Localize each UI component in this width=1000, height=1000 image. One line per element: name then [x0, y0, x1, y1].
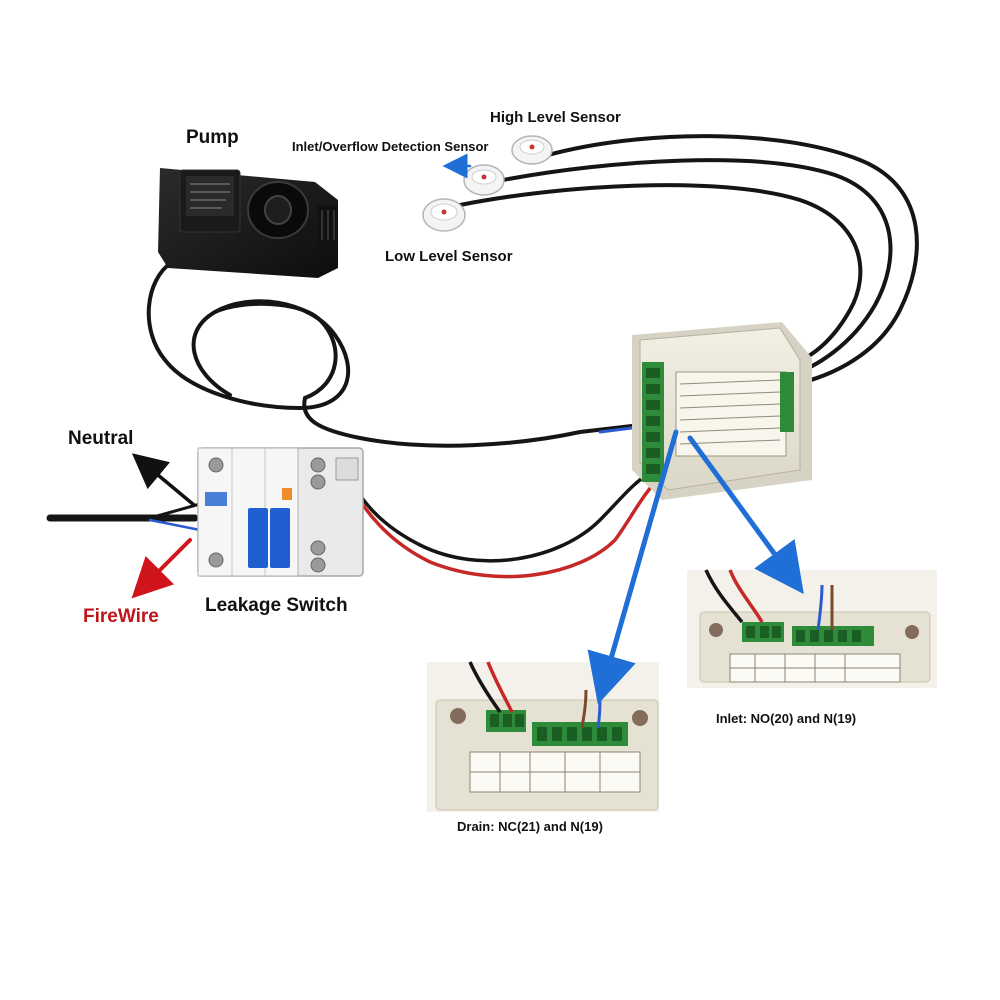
inlet-terminal-inset — [687, 569, 937, 688]
sensor-icon-low — [422, 198, 466, 232]
pump-label: Pump — [186, 127, 239, 148]
sensor-icon-high — [511, 135, 553, 165]
sensor-cables — [458, 134, 919, 387]
neutral-label: Neutral — [68, 428, 134, 449]
drain-terminal-inset — [427, 661, 659, 812]
inlet-overflow-sensor-label: Inlet/Overflow Detection Sensor — [292, 139, 489, 154]
drain-wiring-label: Drain: NC(21) and N(19) — [457, 819, 603, 834]
breaker-icon — [197, 447, 364, 577]
power-cables — [46, 468, 662, 579]
inlet-wiring-label: Inlet: NO(20) and N(19) — [716, 711, 857, 726]
low-level-sensor-label: Low Level Sensor — [385, 248, 513, 265]
leakage-switch-label: Leakage Switch — [205, 595, 348, 616]
sensor-icon-inlet-overflow — [463, 164, 505, 196]
controller-icon — [632, 322, 812, 500]
pump-icon — [158, 168, 338, 278]
firewire-label: FireWire — [83, 606, 159, 627]
pump-cable — [146, 260, 650, 448]
callout-arrows — [131, 153, 804, 705]
high-level-sensor-label: High Level Sensor — [490, 109, 621, 126]
